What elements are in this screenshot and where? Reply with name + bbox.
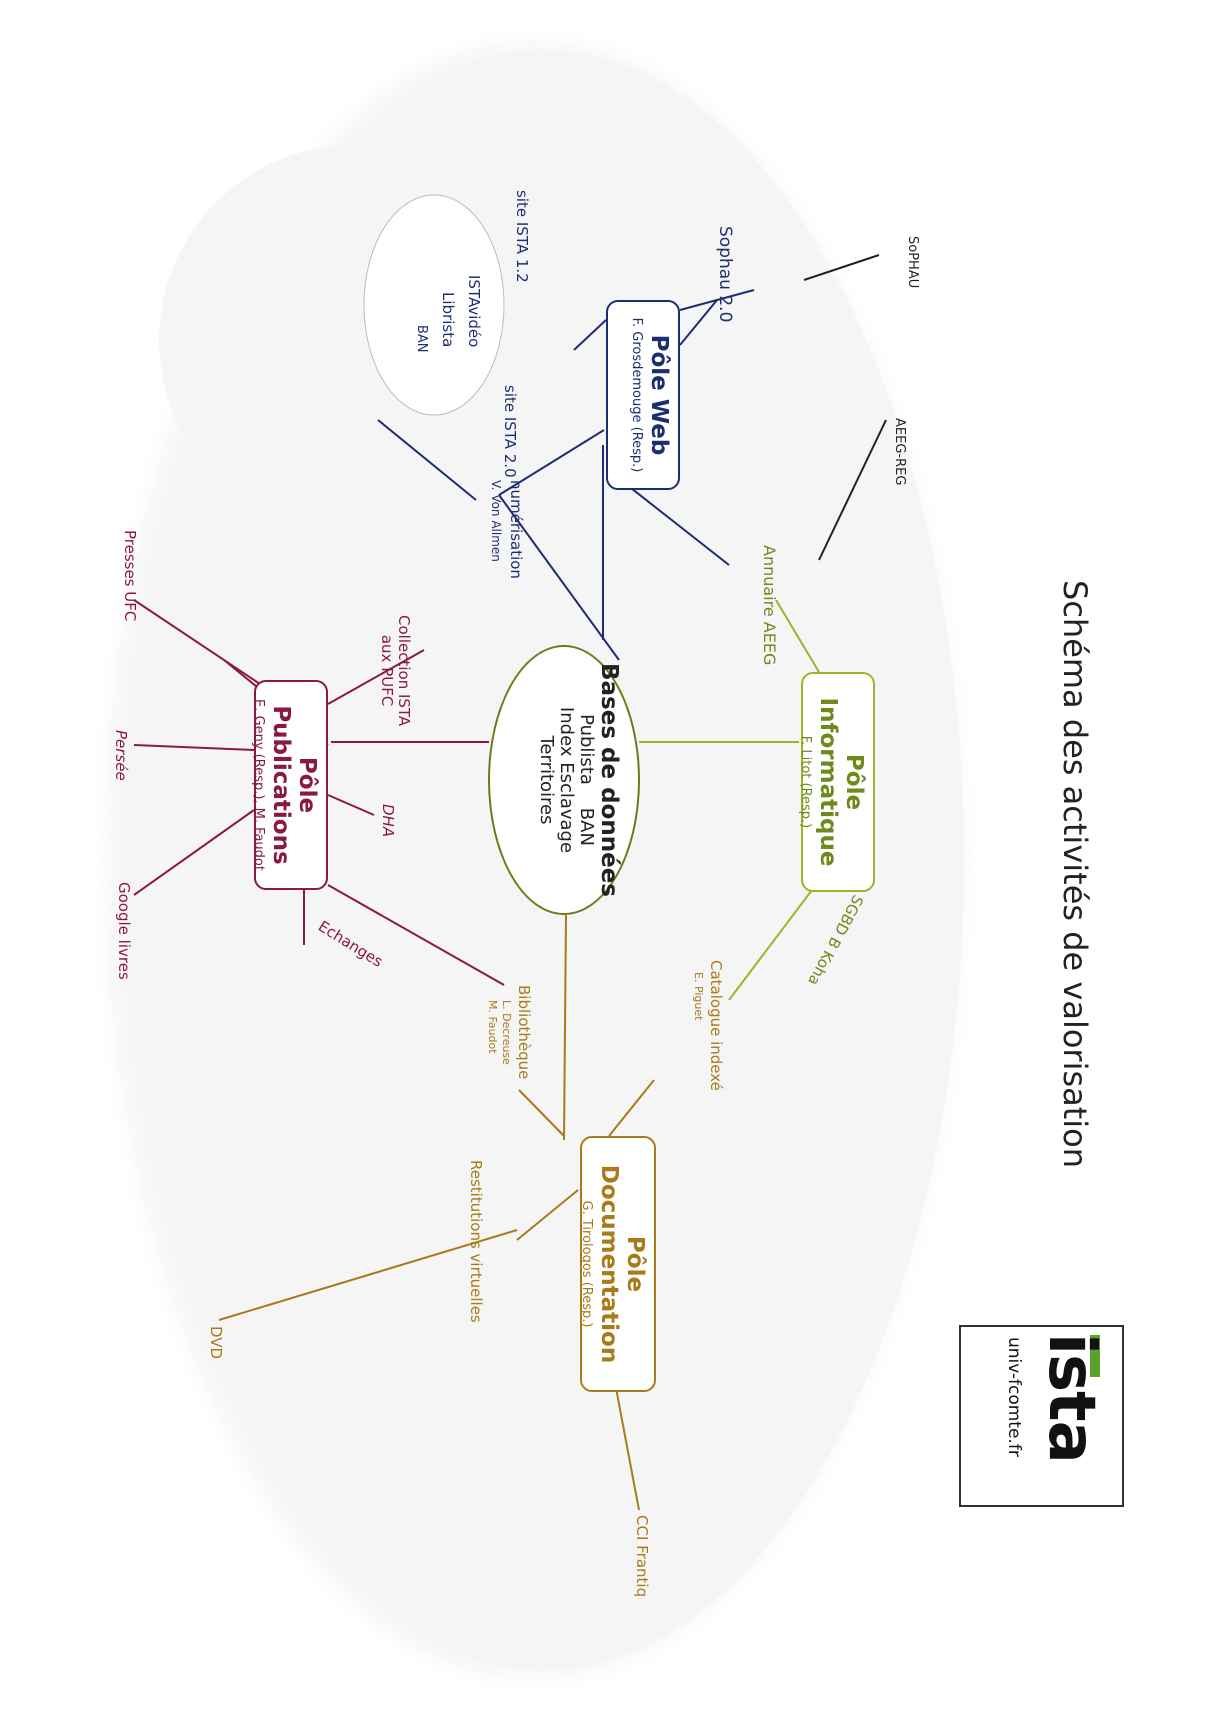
bases-line-2: Index Esclavage [556,706,578,854]
numerisation-resp-label: V. Von Allmen [489,480,503,562]
dha-label: DHA [379,804,397,838]
collection-line-2: aux PUFC [377,634,396,707]
pole-informatique: Pôle Informatique F. Litot (Resp.) [798,672,875,892]
bases-line-3: Territoires [536,735,558,825]
site-ista-12-label: site ISTA 1.2 [513,190,531,283]
annuaire-aeeg-label: Annuaire AEEG [760,545,779,666]
bibliotheque-resp-1-label: L. Decreuse [500,1000,513,1065]
sophau-label: Sophau 2.0 [715,226,735,323]
pole-doc-title: Pôle Documentation [596,1164,648,1364]
external-links [803,254,887,561]
pole-web-title: Pôle Web [646,334,672,456]
pole-web: Pôle Web F. Grosdemouge (Resp.) [606,300,680,490]
pole-pub-title: Pôle Publications [268,705,320,865]
sophau-external-label: SoPHAU [905,236,920,289]
site-ista-20-label: site ISTA 2.0 [501,385,519,478]
pole-doc-resp: G. Tirologos (Resp.) [579,1200,594,1328]
info-links [639,599,820,1001]
persee-label: Persée [112,730,130,781]
aeeg-reg-label: AEEG-REG [892,418,907,486]
catalogue-resp-label: E. Piguet [692,972,705,1021]
pole-info-resp: F. Litot (Resp.) [798,735,813,829]
numerisation-label: numérisation [507,480,525,579]
bibliotheque-label: Bibliothèque [515,985,533,1080]
ista-logo: ista univ-fcomte.fr [959,1325,1124,1507]
cci-frantiq-label: CCI Frantiq [633,1515,651,1598]
doc-links [218,914,655,1511]
google-livres-label: Google livres [115,882,133,980]
catalogue-indexe-label: Catalogue indexé [707,960,725,1091]
librista-label: Librista [439,292,457,348]
pole-info-title: Pôle Informatique [815,697,867,867]
bibliotheque-resp-2-label: M. Faudot [486,1000,499,1054]
restitutions-label: Restitutions virtuelles [467,1160,485,1323]
ban-label: BAN [414,325,429,353]
logo-wordmark: ista [1034,1333,1108,1463]
logo-url: univ-fcomte.fr [1004,1337,1024,1457]
bases-line-1: Publista BAN [576,714,597,846]
istavideo-label: ISTAvidéo [465,275,483,348]
pole-pub-resp: E. Geny (Resp.), M. Faudot [251,699,266,871]
web-sub-bubble [363,194,505,416]
collection-line-1: Collection ISTA [395,615,413,727]
diagram-title: Schéma des activités de valorisation [1056,580,1094,1169]
pole-web-resp: F. Grosdemouge (Resp.) [629,317,644,473]
bases-title: Bases de données [596,662,622,897]
bases-de-donnees: Bases de données Publista BAN Index Escl… [488,645,640,915]
collection-ista-label: Collection ISTA aux PUFC [378,615,413,726]
presses-ufc-label: Presses UFC [121,530,139,622]
dvd-label: DVD [207,1326,225,1360]
pole-publications: Pôle Publications E. Geny (Resp.), M. Fa… [251,680,328,890]
pole-documentation: Pôle Documentation G. Tirologos (Resp.) [579,1136,656,1392]
